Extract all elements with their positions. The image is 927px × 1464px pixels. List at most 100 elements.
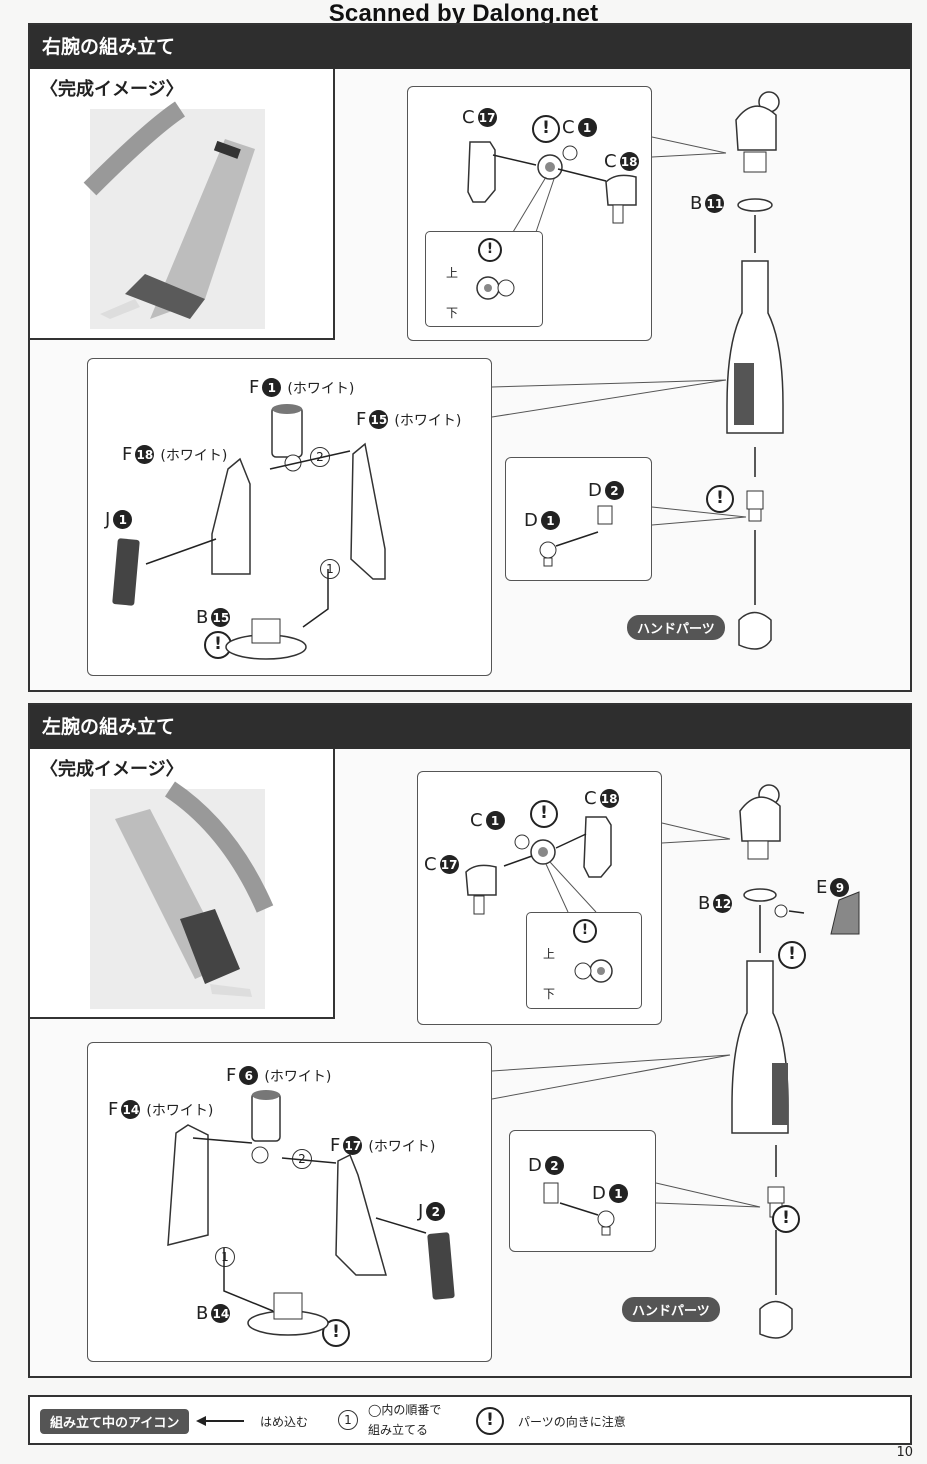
wrist-diagram xyxy=(543,1182,615,1236)
part-number-badge: 15 xyxy=(369,410,389,429)
part-number-badge: 2 xyxy=(604,481,624,500)
forearm-panel: F1(ホワイト) F15(ホワイト) F18(ホワイト) J1 B15 2 1 … xyxy=(87,358,492,676)
step-number: 1 xyxy=(320,559,340,579)
orientation-warning-icon: ! xyxy=(573,919,597,943)
part-number-badge: 2 xyxy=(544,1156,564,1175)
order-label-line1: ◯内の順番で xyxy=(368,1403,442,1417)
section-title: 右腕の組み立て xyxy=(30,25,910,69)
part-number-badge: 1 xyxy=(540,511,560,530)
orientation-warning-icon: ! xyxy=(204,631,232,659)
part-number-badge: 1 xyxy=(485,811,505,830)
down-label: 下 xyxy=(446,306,459,320)
up-label: 上 xyxy=(446,266,459,280)
insert-label: はめ込む xyxy=(260,1415,309,1429)
orientation-warning-icon: ! xyxy=(772,1205,800,1233)
forearm-parts-diagram xyxy=(167,1090,455,1336)
orientation-warning-icon: ! xyxy=(478,238,502,262)
hand-parts-label: ハンドパーツ xyxy=(627,615,725,640)
part-number-badge: 1 xyxy=(577,118,597,137)
up-label: 上 xyxy=(543,947,556,961)
orientation-inset: ! 上 下 xyxy=(425,231,543,327)
arm-photo xyxy=(83,101,265,329)
completion-image-box: 〈完成イメージ〉 xyxy=(30,749,335,1019)
page-number: 10 xyxy=(896,1445,913,1460)
arm-column-diagram xyxy=(726,91,784,650)
order-step-icon: 1 xyxy=(338,1410,358,1430)
orientation-warning-icon: ! xyxy=(778,941,806,969)
part-number-badge: 14 xyxy=(211,1304,231,1323)
orientation-warning-icon: ! xyxy=(532,115,560,143)
insert-arrow-icon xyxy=(196,1416,244,1426)
part-number-badge: 1 xyxy=(608,1184,628,1203)
part-number-badge: 17 xyxy=(439,855,459,874)
orientation-diagram xyxy=(476,276,515,300)
legend-title: 組み立て中のアイコン xyxy=(40,1409,190,1434)
part-number-badge: 1 xyxy=(262,378,282,397)
part-number-badge: 1 xyxy=(113,510,133,529)
step-number: 1 xyxy=(215,1247,235,1267)
icon-legend: 組み立て中のアイコン はめ込む 1 ◯内の順番で 組み立てる ! パーツの向きに… xyxy=(28,1395,912,1445)
part-number-badge: 18 xyxy=(619,152,639,171)
completion-image-label: 〈完成イメージ〉 xyxy=(40,79,184,100)
down-label: 下 xyxy=(543,987,556,1001)
order-label-line2: 組み立てる xyxy=(368,1423,429,1437)
orientation-warning-icon: ! xyxy=(706,485,734,513)
warn-label: パーツの向きに注意 xyxy=(518,1415,626,1429)
part-number-badge: 15 xyxy=(211,608,231,627)
section-title: 左腕の組み立て xyxy=(30,705,910,749)
part-number-badge: 17 xyxy=(477,108,497,127)
part-number-badge: 11 xyxy=(705,194,725,213)
forearm-parts-diagram xyxy=(112,404,386,660)
wrist-diagram xyxy=(539,505,613,567)
watermark: Scanned by Dalong.net xyxy=(328,0,599,27)
part-number-badge: 9 xyxy=(830,878,850,897)
part-number-badge: 2 xyxy=(426,1202,446,1221)
joint-diagram xyxy=(465,816,612,915)
hand-parts-label: ハンドパーツ xyxy=(622,1297,720,1322)
orientation-warning-icon: ! xyxy=(530,800,558,828)
orientation-diagram xyxy=(574,959,613,983)
orientation-inset: ! 上 下 xyxy=(526,912,642,1009)
completion-image-label: 〈完成イメージ〉 xyxy=(40,759,184,780)
part-number-badge: 18 xyxy=(599,789,619,808)
arm-photo xyxy=(90,781,274,1009)
arm-column-diagram xyxy=(731,784,860,1339)
part-number-badge: 6 xyxy=(239,1066,259,1085)
part-number-badge: 17 xyxy=(343,1136,363,1155)
orientation-warning-icon: ! xyxy=(476,1407,504,1435)
part-number-badge: 12 xyxy=(713,894,733,913)
part-number-badge: 14 xyxy=(121,1100,141,1119)
joint-diagram xyxy=(467,141,637,233)
completion-image-box: 〈完成イメージ〉 xyxy=(30,69,335,340)
